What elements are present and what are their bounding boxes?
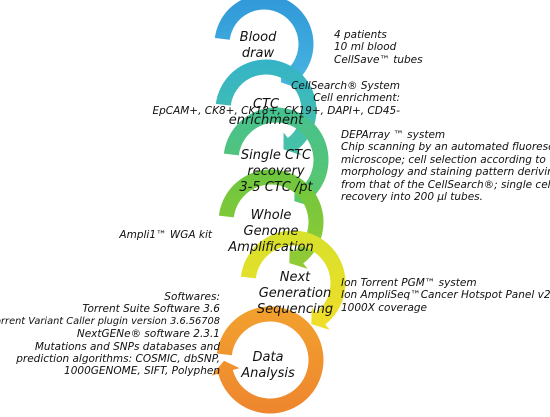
note-line: NextGENe® software 2.3.1 (76, 328, 220, 341)
stage-label-ngs: Next Generation Sequencing (257, 270, 333, 318)
note-line: Torrent Suite Software 3.6 (82, 303, 220, 316)
note-line: 1000X coverage (341, 301, 427, 314)
note-line: prediction algorithms: COSMIC, dbSNP, (16, 353, 220, 366)
arrow-single-ctc-recovery (223, 107, 329, 207)
note-line: Chip scanning by an automated fluorescen… (341, 141, 550, 154)
note-line: CellSave™ tubes (334, 53, 423, 66)
stage-label-line: recovery (247, 164, 305, 179)
arrow-next-generation-sequencing (240, 230, 346, 330)
stage-label-line: Analysis (241, 366, 295, 381)
note-ctc-enrichment: CellSearch® System Cell enrichment: EpCA… (152, 80, 400, 117)
note-line: Torrent Variant Caller plugin version 3.… (0, 315, 220, 327)
stage-label-line: 3-5 CTC /pt (239, 180, 313, 195)
note-line: Cell enrichment: (313, 92, 400, 105)
stage-label-single-ctc-recovery: Single CTC recovery 3-5 CTC /pt (239, 148, 312, 196)
stage-label-line: draw (241, 46, 275, 61)
stage-label-line: Sequencing (256, 302, 334, 317)
note-line: Mutations and SNPs databases and (34, 340, 220, 353)
note-single-ctc-recovery: DEPArray ™ system Chip scanning by an au… (341, 129, 550, 203)
stage-label-wga: Whole Genome Amplification (228, 208, 313, 256)
stage-label-line: Generation (258, 286, 332, 301)
stage-label-line: Next (279, 270, 311, 285)
stage-label-line: Single CTC (240, 148, 312, 163)
note-line: microscope; cell selection according to (341, 153, 546, 166)
arrow-wga (218, 169, 324, 269)
stage-label-line: Whole (250, 208, 292, 223)
note-line: Ampli1™ WGA kit (119, 229, 212, 241)
stage-label-data-analysis: Data Analysis (241, 350, 295, 382)
note-line: 1000GENOME, SIFT, Polyphen (64, 365, 220, 378)
note-line: EpCAM+, CK8+, CK18+, CK19+, DAPI+, CD45- (152, 104, 400, 117)
stage-label-line: enrichment (228, 113, 304, 128)
note-line: 10 ml blood (334, 41, 397, 54)
note-line: recovery into 200 µl tubes. (341, 191, 483, 204)
note-line: from that of the CellSearch®; single cel… (341, 178, 550, 191)
stage-label-line: CTC (252, 97, 280, 112)
arrow-ctc-enrichment (215, 59, 317, 156)
note-software: Softwares: Torrent Suite Software 3.6 To… (0, 291, 220, 378)
stage-label-line: Blood (239, 30, 277, 45)
stage-label-blood-draw: Blood draw (240, 30, 277, 62)
note-line: Ion Torrent PGM™ system (341, 277, 477, 289)
note-blood-draw: 4 patients 10 ml blood CellSave™ tubes (334, 29, 423, 66)
arrow-data-analysis (211, 306, 324, 414)
stage-label-line: Genome (243, 224, 299, 239)
stage-label-ctc-enrichment: CTC enrichment (229, 97, 304, 129)
note-line: Ion AmpliSeq™Cancer Hotspot Panel v2 (341, 289, 550, 302)
note-line: Softwares: (164, 291, 220, 303)
note-line: morphology and staining pattern deriving (341, 166, 550, 179)
note-line: 4 patients (334, 29, 387, 41)
stage-label-line: Amplification (228, 240, 314, 255)
note-line: CellSearch® System (291, 80, 400, 92)
stage-label-line: Data (252, 350, 284, 365)
note-ngs: Ion Torrent PGM™ system Ion AmpliSeq™Can… (341, 277, 550, 314)
note-line: DEPArray ™ system (341, 129, 446, 141)
note-wga: Ampli1™ WGA kit (119, 229, 212, 241)
